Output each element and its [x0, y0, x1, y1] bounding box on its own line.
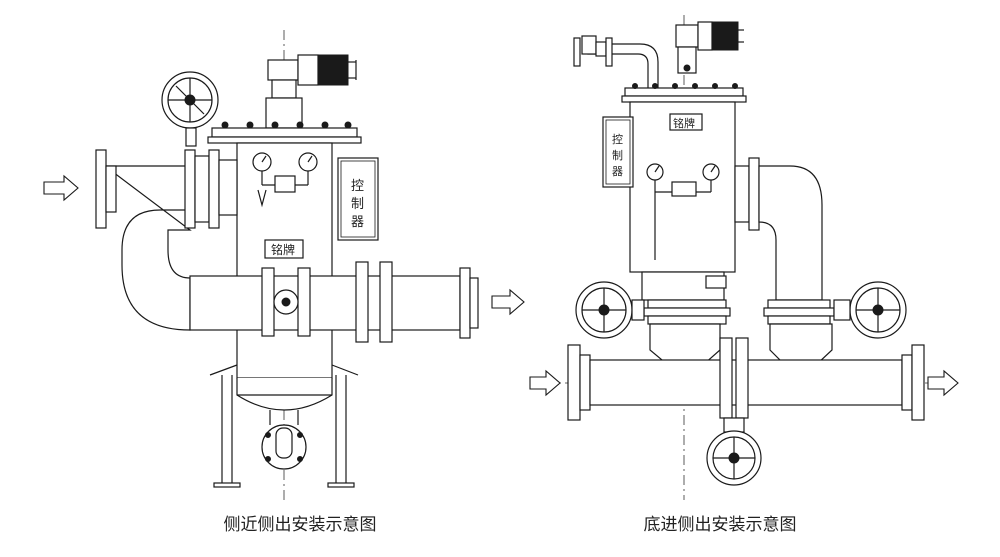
- handwheel-right: [833, 281, 907, 339]
- controller-label-right-2: 制: [612, 149, 623, 162]
- bottom-pipe: [567, 337, 925, 421]
- nameplate-right: 铭牌: [669, 113, 703, 131]
- vent-pipe: [573, 35, 659, 91]
- support-legs: [209, 364, 359, 488]
- nameplate-label-right: 铭牌: [673, 116, 695, 130]
- caption-side-in-side-out: 侧近侧出安装示意图: [223, 515, 377, 535]
- motor-right: [675, 21, 744, 74]
- controller-label-2: 制: [351, 197, 364, 212]
- controller-label-right-1: 控: [612, 132, 623, 146]
- controller-label-3: 器: [351, 215, 364, 230]
- caption-bottom-in-side-out: 底进侧出安装示意图: [643, 515, 797, 535]
- inlet-arrow: [43, 174, 79, 202]
- top-flange: [207, 121, 362, 144]
- nameplate-label: 铭牌: [271, 242, 295, 257]
- outlet-arrow-right: [927, 369, 959, 397]
- outlet-pipe: [189, 261, 479, 343]
- handwheel-left: [575, 281, 645, 339]
- outlet-arrow: [491, 288, 525, 316]
- nameplate: 铭牌: [264, 239, 304, 259]
- inlet-pipe: [95, 149, 238, 331]
- drain-flange: [261, 410, 307, 470]
- handwheel-bottom: [706, 417, 762, 486]
- pressure-gauges: [252, 152, 318, 208]
- mid-flanges: [643, 299, 835, 325]
- controller-label-right-3: 器: [612, 165, 623, 178]
- controller-box-right: 控 制 器: [602, 116, 634, 188]
- pressure-gauges-right: [646, 163, 720, 260]
- bottom-in-side-out-diagram: 铭牌 控 制 器: [529, 15, 959, 500]
- motor: [267, 54, 357, 99]
- outlet-elbow: [734, 157, 823, 301]
- handwheel-top: [161, 71, 219, 147]
- controller-label-1: 控: [351, 179, 364, 194]
- top-flange-right: [621, 83, 747, 103]
- side-in-side-out-diagram: 控 制 器 铭牌: [43, 30, 525, 500]
- inlet-arrow-right: [529, 369, 561, 397]
- controller-box: 控 制 器: [337, 157, 379, 241]
